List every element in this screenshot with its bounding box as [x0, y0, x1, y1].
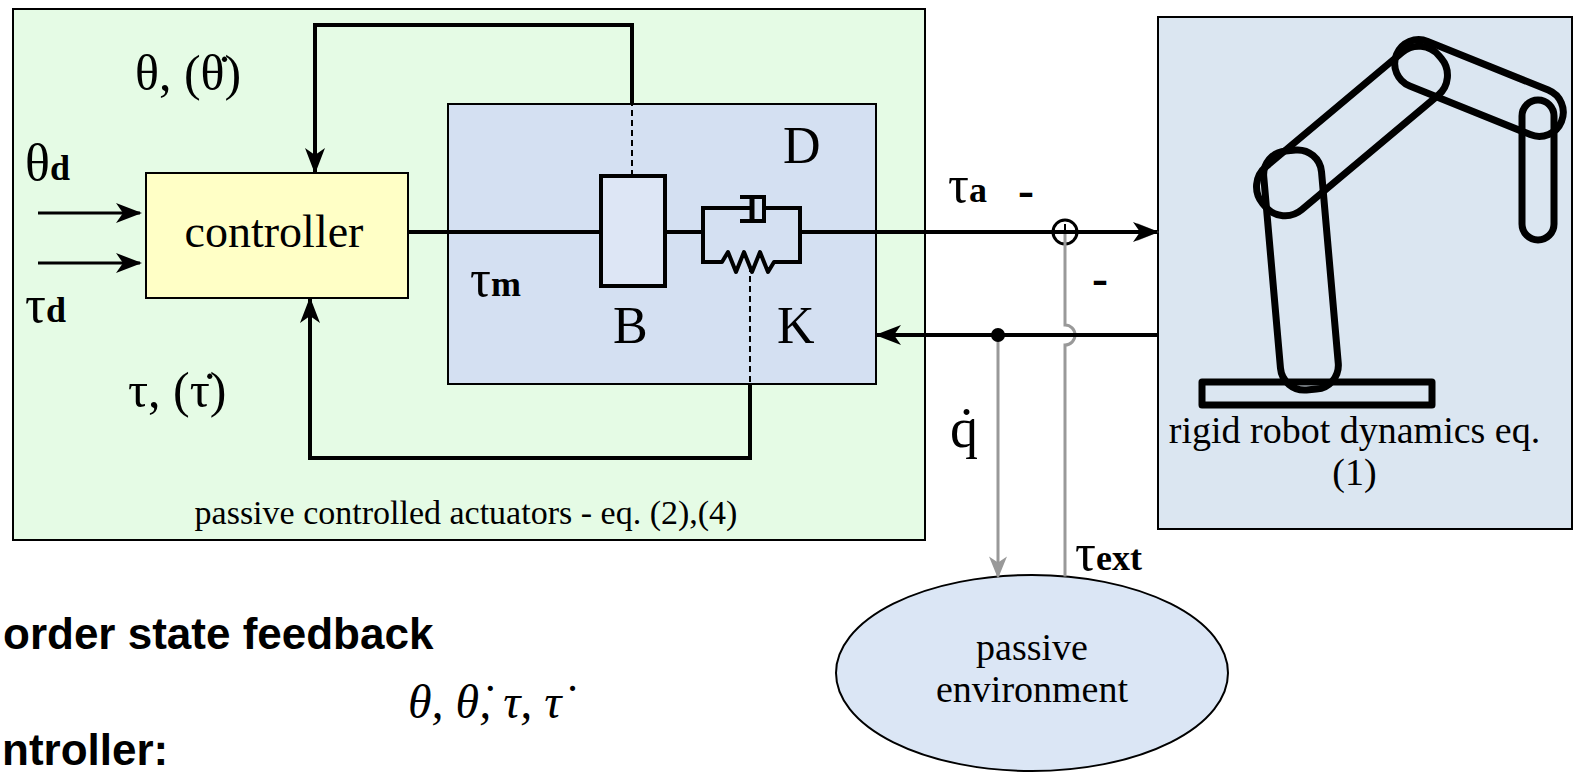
connector [877, 333, 1157, 337]
environment-ellipse: passive environment [834, 573, 1230, 773]
robot-base [1202, 382, 1432, 405]
damper-label: D [783, 117, 821, 174]
inertia-label: B [613, 297, 648, 354]
sensor-leader [631, 103, 633, 176]
slide-text: order state feedback [3, 610, 433, 658]
connector [310, 299, 750, 458]
illustration [38, 32, 1571, 405]
connector [409, 230, 447, 234]
spring-symbol [703, 252, 800, 272]
robot-link [1246, 36, 1458, 227]
signal-name: τd [25, 276, 66, 333]
robot-link [1387, 32, 1570, 143]
input-arrow [38, 212, 140, 215]
shaft-line [665, 230, 703, 234]
shaft-line [800, 230, 877, 234]
edge-label: τ, (τ̇) [128, 363, 227, 418]
controller-box: controller [145, 172, 409, 299]
formula: θ, θ̇, τ, τ̇ [408, 676, 562, 729]
actuator-group-outline [13, 9, 925, 540]
environment-ellipse-outline [836, 575, 1228, 771]
edge-label: q̇ [950, 398, 978, 460]
connector [315, 25, 632, 172]
connector [877, 230, 1157, 234]
sign-label: - [1092, 252, 1108, 305]
spring-label: K [777, 297, 815, 354]
robot-box-outline [1158, 17, 1572, 529]
box-label: passive environment [912, 627, 1152, 711]
robot-box: rigid robot dynamics eq.(1) [1157, 16, 1573, 530]
edge-label: τext [1075, 524, 1142, 581]
box-label: rigid robot dynamics eq.(1) [1167, 410, 1542, 494]
box-label: controller [145, 207, 403, 258]
input-arrow [38, 262, 140, 265]
damper-rod [764, 206, 800, 210]
damper-piston [750, 198, 755, 220]
edge-label: τa [948, 156, 987, 213]
damper-rod [703, 206, 752, 210]
actuator-box: D B K [447, 103, 877, 385]
sign-label: - [1018, 164, 1034, 217]
motor-inertia-block [601, 176, 665, 286]
shaft-line [447, 230, 601, 234]
robot-link [1522, 100, 1554, 240]
spring-damper-bar [798, 206, 802, 264]
sensor-leader [749, 266, 751, 385]
branch-dot [991, 328, 1005, 342]
damper-cup [740, 197, 764, 221]
edge-label: θ, (θ̇) [135, 46, 241, 101]
controller-box-outline [146, 173, 408, 298]
robot-arm-illustration [1202, 32, 1571, 405]
spring-damper-bar [701, 206, 705, 264]
slide-text: ntroller: [2, 726, 168, 774]
actuator-box-outline [448, 104, 876, 384]
group-caption: passive controlled actuators - eq. (2),(… [12, 494, 920, 531]
edge-label: τm [470, 250, 521, 307]
signal-name: θd [25, 134, 70, 191]
